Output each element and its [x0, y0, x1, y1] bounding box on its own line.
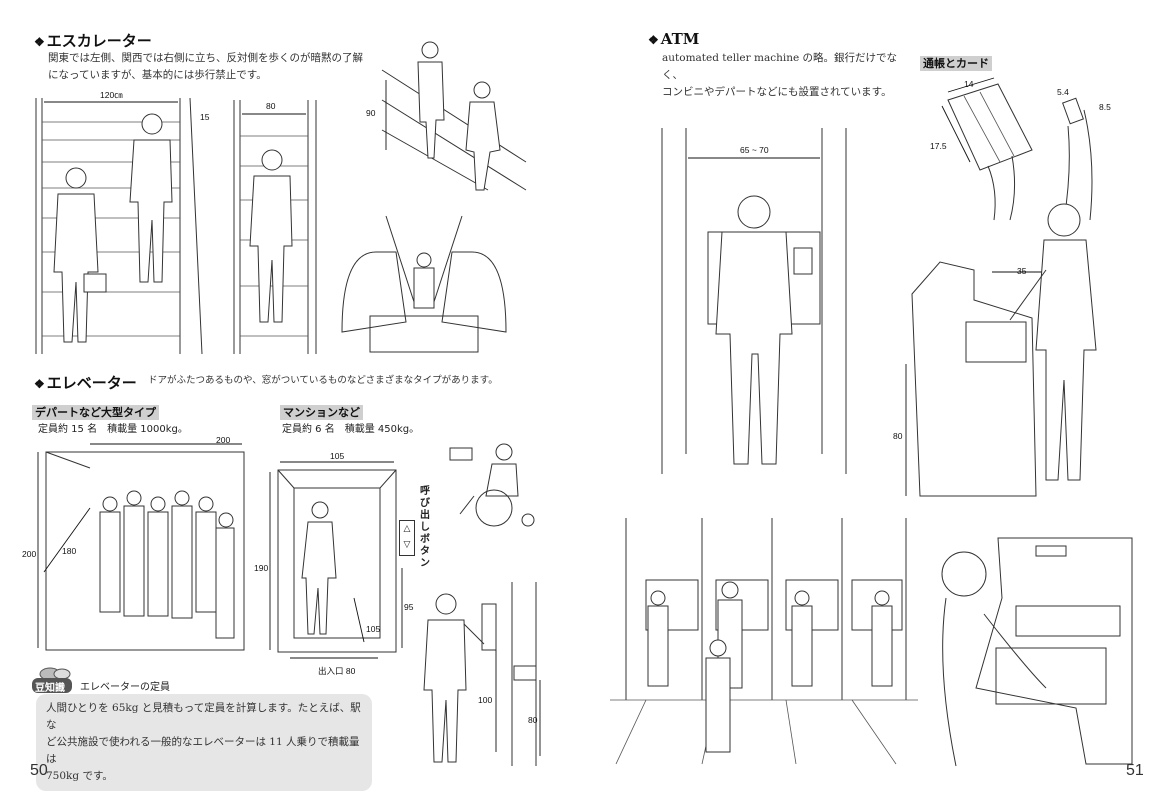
escalator-rail-label: 15	[200, 112, 210, 122]
page-number-left: 50	[30, 762, 48, 779]
card-height-label: 8.5	[1099, 102, 1111, 112]
escalator-rear-illustration	[341, 215, 507, 353]
trivia-badge-label: 豆知識	[35, 683, 65, 694]
large-elevator-width-label: 200	[216, 435, 231, 445]
atm-text-line2: コンビニやデパートなどにも設置されています。	[662, 86, 892, 98]
card-width-label: 5.4	[1057, 87, 1069, 97]
leaf-badge-icon: 豆知識	[32, 664, 74, 694]
down-arrow-icon: ▽	[403, 540, 411, 550]
trivia-line1: 人間ひとりを 65kg と見積もって定員を計算します。たとえば、駅な	[46, 702, 361, 731]
atm-description: automated teller machine の略。銀行だけでなく、 コンビ…	[662, 50, 902, 101]
escalator-narrow-illustration	[233, 100, 317, 354]
mansion-elevator-label: マンションなど	[280, 401, 363, 420]
atm-closeup-illustration	[941, 537, 1133, 767]
wheelchair-user-illustration	[449, 443, 535, 527]
atm-text-line1: automated teller machine の略。銀行だけでなく、	[662, 52, 898, 81]
passbook-card-label: 通帳とカード	[920, 52, 992, 71]
trivia-box: 人間ひとりを 65kg と見積もって定員を計算します。たとえば、駅な ど公共施設…	[36, 694, 372, 791]
atm-booth-illustration	[661, 128, 847, 474]
large-elevator-diag-label: 180	[62, 546, 77, 556]
escalator-text-line1: 関東では左側、関西では右側に立ち、反対側を歩くのが暗黙の了解	[48, 52, 363, 64]
diamond-bullet-icon: ❖	[34, 377, 45, 391]
escalator-section-title: ❖エスカレーター	[34, 32, 152, 50]
panel-height-label: 100	[478, 695, 493, 705]
escalator-width-label: 120㎝	[100, 90, 123, 100]
machine-depth-label: 35	[1017, 266, 1027, 276]
call-button-label: 呼び出しボタン	[420, 486, 430, 569]
escalator-wide-illustration	[35, 97, 203, 355]
up-arrow-icon: △	[403, 524, 411, 534]
escalator-height-label: 90	[366, 108, 376, 118]
large-elevator-label: デパートなど大型タイプ	[32, 401, 159, 420]
mansion-elevator-height-label: 190	[254, 563, 269, 573]
large-elevator-illustration	[37, 443, 245, 651]
trivia-heading: エレベーターの定員	[80, 682, 170, 693]
diamond-bullet-icon: ❖	[34, 35, 45, 49]
passbook-height-label: 17.5	[930, 141, 947, 151]
mansion-elevator-illustration	[269, 461, 403, 659]
atm-machine-user-illustration	[905, 203, 1097, 497]
diamond-bullet-icon: ❖	[648, 33, 659, 47]
call-button-panel: △ ▽	[399, 520, 415, 556]
panel2-height-label: 80	[528, 715, 538, 725]
mansion-elevator-spec: 定員約 6 名 積載量 450kg。	[282, 424, 420, 435]
mansion-elevator-width-label: 105	[330, 451, 345, 461]
page-number-right: 51	[1126, 762, 1144, 779]
atm-section-title: ❖ATM	[648, 30, 700, 48]
elevator-subtitle: ドアがふたつあるものや、窓がついているものなどさまざまなタイプがあります。	[148, 375, 498, 386]
escalator-text-line2: になっていますが、基本的には歩行禁止です。	[48, 69, 267, 81]
escalator-side-illustration	[381, 41, 527, 191]
booth-width-label: 65 ~ 70	[740, 145, 769, 155]
passbook-card-illustration	[941, 77, 1093, 221]
trivia-line3: 750kg です。	[46, 770, 113, 782]
elevator-button-user-illustration	[423, 582, 541, 766]
escalator-description: 関東では左側、関西では右側に立ち、反対側を歩くのが暗黙の了解 になっていますが、…	[48, 50, 378, 84]
escalator-narrow-width-label: 80	[266, 101, 276, 111]
entrance-width-label: 出入口 80	[318, 666, 356, 676]
elevator-section-title: ❖エレベーター	[34, 374, 137, 392]
button-height-label: 95	[404, 602, 414, 612]
machine-height-label: 80	[893, 431, 903, 441]
large-elevator-height-label: 200	[22, 549, 37, 559]
atm-corner-illustration	[610, 518, 918, 765]
passbook-width-label: 14	[964, 79, 974, 89]
trivia-line2: ど公共施設で使われる一般的なエレベーターは 11 人乗りで積載量は	[46, 736, 360, 765]
mansion-elevator-diag-label: 105	[366, 624, 381, 634]
large-elevator-spec: 定員約 15 名 積載量 1000kg。	[38, 424, 188, 435]
